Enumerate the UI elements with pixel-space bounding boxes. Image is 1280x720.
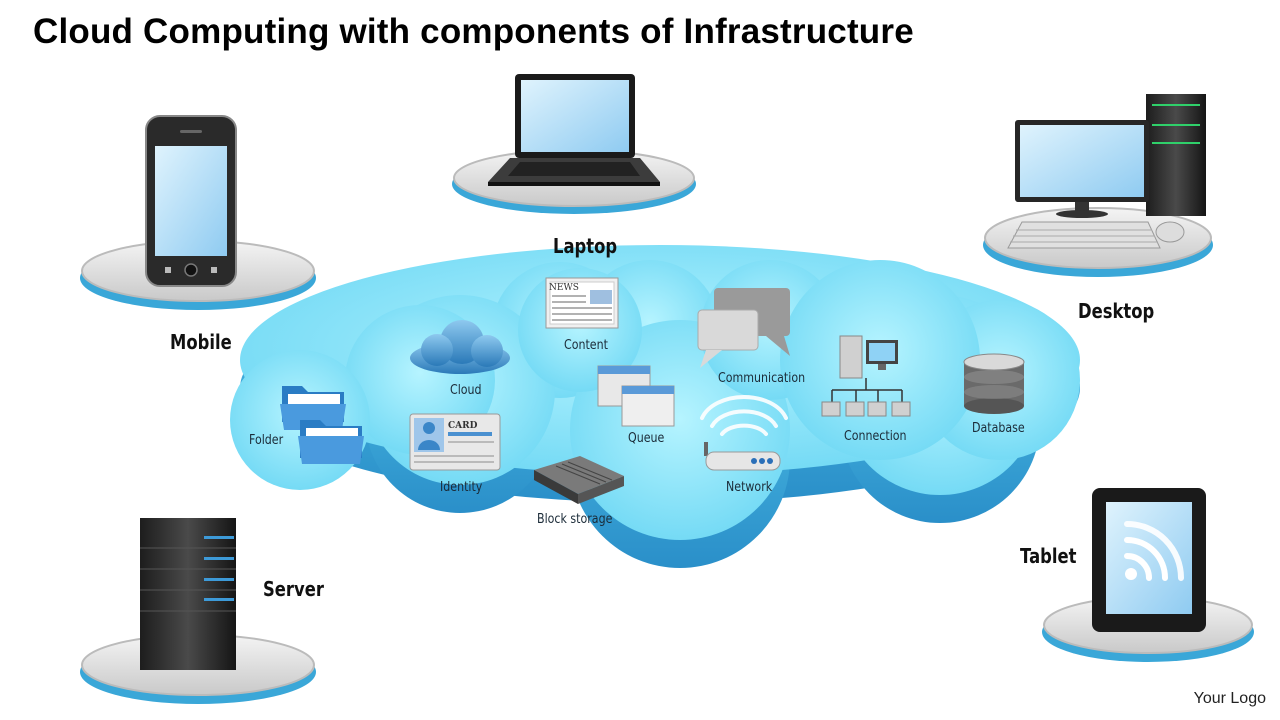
tablet-label: Tablet bbox=[1020, 544, 1077, 568]
identity-label: Identity bbox=[440, 480, 483, 495]
server-icon bbox=[140, 518, 236, 670]
block-storage-label: Block storage bbox=[537, 512, 613, 527]
mobile-icon bbox=[145, 115, 237, 287]
laptop-icon bbox=[488, 74, 660, 186]
speech-bubbles-icon bbox=[697, 288, 790, 368]
queue-label: Queue bbox=[628, 431, 665, 446]
cloud-label: Cloud bbox=[450, 383, 482, 398]
server-label: Server bbox=[263, 577, 324, 601]
database-icon bbox=[963, 353, 1025, 414]
mobile-label: Mobile bbox=[170, 330, 232, 354]
desktop-icon bbox=[1007, 94, 1206, 249]
news-text: NEWS bbox=[549, 283, 579, 293]
folder-label: Folder bbox=[249, 433, 284, 448]
connection-label: Connection bbox=[844, 429, 907, 444]
laptop-label: Laptop bbox=[553, 234, 618, 258]
block-storage-icon bbox=[534, 456, 624, 504]
database-label: Database bbox=[972, 421, 1025, 436]
wifi-icon bbox=[1124, 521, 1184, 581]
content-label: Content bbox=[564, 338, 608, 353]
page-title: Cloud Computing with components of Infra… bbox=[33, 12, 914, 51]
desktop-label: Desktop bbox=[1078, 299, 1155, 323]
cloud-icon bbox=[410, 320, 510, 374]
logo-text: Your Logo bbox=[1193, 690, 1266, 707]
newspaper-icon bbox=[545, 277, 619, 329]
tablet-icon bbox=[1092, 488, 1206, 632]
communication-label: Communication bbox=[718, 371, 806, 386]
id-card-icon bbox=[409, 413, 501, 471]
queue-windows-icon bbox=[597, 365, 675, 427]
router-icon bbox=[700, 394, 788, 471]
card-text: CARD bbox=[448, 421, 478, 431]
network-label: Network bbox=[726, 480, 773, 495]
folder-icon bbox=[280, 386, 364, 464]
network-tree-icon bbox=[821, 335, 911, 417]
